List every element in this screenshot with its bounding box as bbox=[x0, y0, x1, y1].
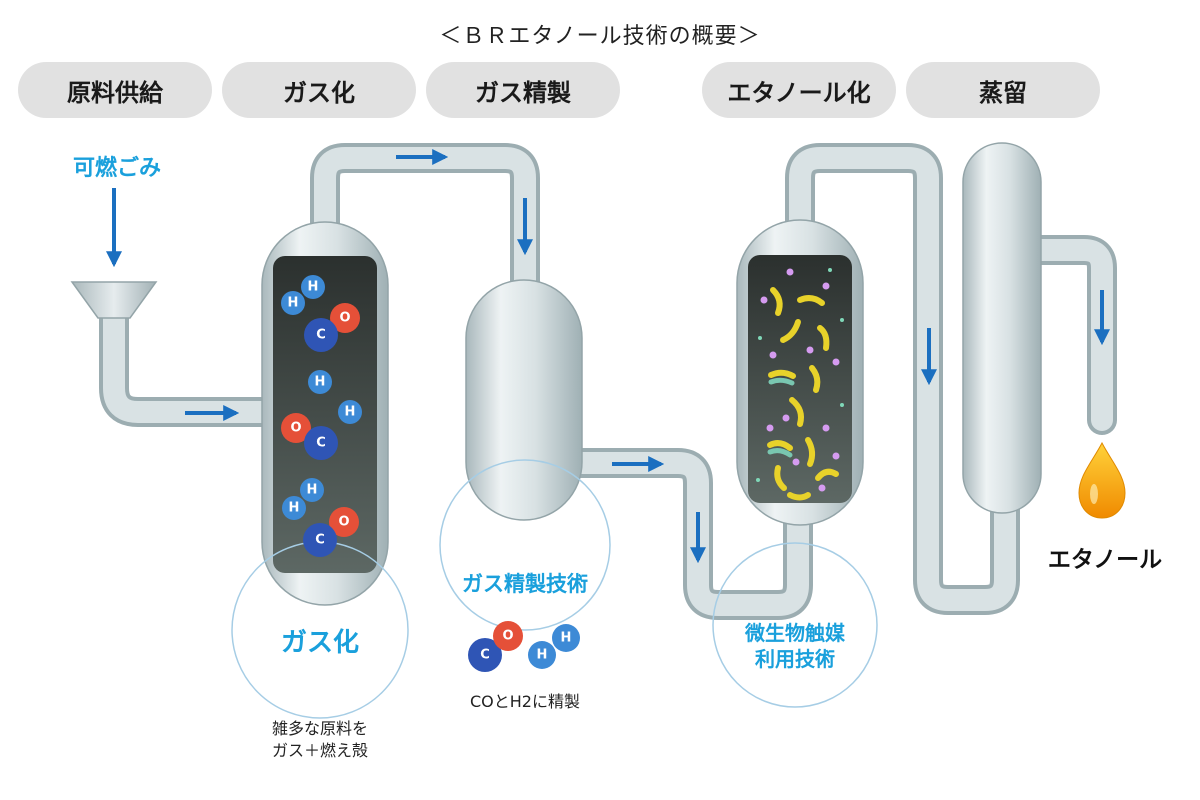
atom-c: C bbox=[315, 533, 325, 548]
microbial-circle bbox=[712, 542, 878, 708]
atom-o: O bbox=[290, 421, 301, 436]
step-raw-material-supply: 原料供給 bbox=[18, 62, 212, 118]
purification-label: ガス精製技術 bbox=[462, 572, 588, 596]
output-label: エタノール bbox=[1047, 547, 1163, 573]
purification-note: COとH2に精製 bbox=[470, 692, 580, 711]
atom-h: H bbox=[345, 405, 356, 420]
gasification-label: ガス化 bbox=[280, 628, 359, 658]
purifier-vessel bbox=[465, 279, 583, 521]
gasification-note-line2: ガス＋燃え殻 bbox=[271, 741, 368, 760]
atom-o: O bbox=[338, 515, 349, 530]
step-distillation: 蒸留 bbox=[906, 62, 1100, 118]
atom-h: H bbox=[289, 501, 300, 516]
step-ethanol-conversion: エタノール化 bbox=[702, 62, 896, 118]
pipe-still-output bbox=[1015, 235, 1117, 435]
atom-h: H bbox=[561, 631, 572, 646]
microbial-label: 微生物触媒 利用技術 bbox=[715, 620, 875, 672]
atom-h: H bbox=[537, 648, 548, 663]
atom-o: O bbox=[502, 629, 513, 644]
ethanol-drop-icon bbox=[1078, 441, 1126, 519]
gasification-note: 雑多な原料を ガス＋燃え殻 bbox=[240, 718, 400, 762]
atom-h: H bbox=[308, 280, 319, 295]
pipe-feed bbox=[99, 300, 290, 427]
atom-c: C bbox=[316, 436, 326, 451]
step-gasification: ガス化 bbox=[222, 62, 416, 118]
hopper bbox=[70, 281, 158, 319]
diagram-title: ＜ＢＲエタノール技術の概要＞ bbox=[439, 24, 761, 49]
gasifier-window bbox=[273, 256, 377, 573]
atom-c: C bbox=[480, 648, 490, 663]
atom-h: H bbox=[307, 483, 318, 498]
gasification-note-line1: 雑多な原料を bbox=[271, 719, 368, 738]
particles bbox=[756, 268, 844, 482]
atom-o: O bbox=[339, 311, 350, 326]
atom-h: H bbox=[288, 296, 299, 311]
step-gas-purification: ガス精製 bbox=[426, 62, 620, 118]
input-label: 可燃ごみ bbox=[72, 156, 161, 181]
pipe-purifier-to-reactor bbox=[555, 448, 813, 620]
atom-h: H bbox=[315, 375, 326, 390]
spores bbox=[760, 268, 840, 492]
reactor-window bbox=[748, 255, 852, 503]
atom-c: C bbox=[316, 328, 326, 343]
distillation-column bbox=[962, 142, 1042, 514]
purification-circle bbox=[439, 459, 611, 631]
microbes-teal bbox=[767, 377, 795, 458]
microbial-label-line1: 微生物触媒 bbox=[745, 621, 845, 645]
microbes bbox=[767, 287, 839, 501]
microbial-label-line2: 利用技術 bbox=[755, 647, 835, 671]
